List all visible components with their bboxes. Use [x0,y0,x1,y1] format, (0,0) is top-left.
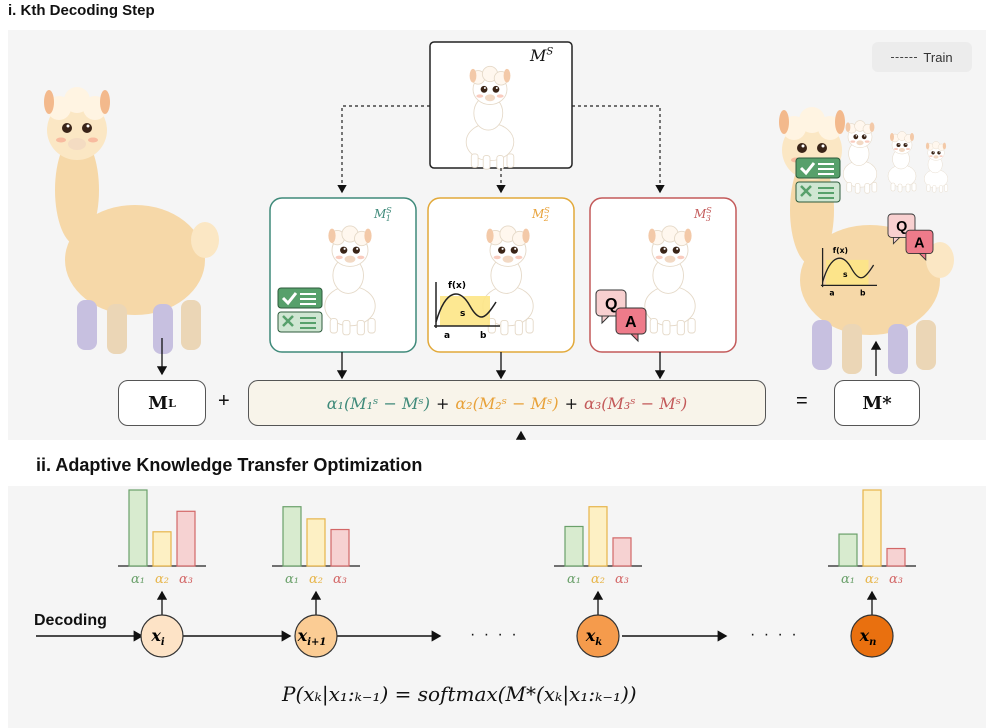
section-1-title: i. Kth Decoding Step [8,2,155,19]
alpha-tick-label: α₁ [285,572,299,587]
token-node: xi+1 [294,614,338,658]
alpha-bar-chart: α₁ α₂ α₃ [118,489,206,616]
alpha-bar-2 [862,489,882,567]
section-2-panel [8,486,986,728]
alpha-bar-1 [282,506,302,567]
alpha-tick-label: α₂ [591,572,605,587]
alpha-bar-3 [886,547,906,567]
alpha-bar-2 [588,506,608,567]
token-circle [140,614,184,658]
alpha-tick-label: α₂ [309,572,323,587]
alpha-bar-2 [152,531,172,567]
alpha-bar-1 [128,489,148,567]
term-3: α₃(M₃ˢ − Mˢ) [584,393,688,413]
term-2: α₂(M₂ˢ − Mˢ) [455,393,559,413]
alpha-bar-chart: α₁ α₂ α₃ [554,506,642,616]
softmax-formula: P(xₖ|x₁:ₖ₋₁) = softmax(M*(xₖ|x₁:ₖ₋₁)) [282,682,637,706]
section-2-title: ii. Adaptive Knowledge Transfer Optimiza… [36,455,423,475]
alpha-bar-chart: α₁ α₂ α₃ [272,506,360,616]
alpha-bar-2 [306,518,326,567]
train-arrows [337,105,665,194]
alpha-tick-label: α₁ [131,572,145,587]
decoding-label: Decoding [34,612,107,629]
token-circle [294,614,338,658]
expert-2-label: MS2 [532,206,550,224]
weighted-sum-box: α₁(M₁ˢ − Mˢ) + α₂(M₂ˢ − Mˢ) + α₃(M₃ˢ − M… [248,380,766,426]
equals-sign: = [796,390,808,412]
alpha-bar-1 [838,533,858,567]
alpha-tick-label: α₂ [155,572,169,587]
token-node: xi [140,614,184,658]
legend-label: Train [923,49,953,65]
alpha-tick-label: α₁ [567,572,581,587]
ellipsis-1: · · · · [470,626,519,643]
alpha-tick-label: α₁ [841,572,855,587]
alpha-tick-label: α₃ [333,572,347,587]
section-1-diagram: f(x) s a b Q A [44,41,954,440]
small-model-label: MS [530,46,554,65]
alpha-tick-label: α₃ [889,572,903,587]
dashed-line-icon [891,56,918,58]
alpha-tick-label: α₃ [615,572,629,587]
legend: Train [872,42,972,72]
ellipsis-2: · · · · [750,626,799,643]
alpha-bar-3 [176,510,196,567]
term-join-1: + [435,393,450,413]
alpha-bar-3 [330,528,350,567]
plus-sign: + [218,390,230,412]
token-circle [850,614,894,658]
expert-3-label: MS3 [694,206,712,224]
alpha-tick-label: α₂ [865,572,879,587]
alpha-tick-label: α₃ [179,572,193,587]
token-circle [576,614,620,658]
term-join-2: + [564,393,579,413]
term-1: α₁(M₁ˢ − Mˢ) [326,393,430,413]
alpha-bar-3 [612,537,632,567]
expert-1-label: MS1 [374,206,392,224]
token-node: xk [576,614,620,658]
alpha-bar-1 [564,525,584,567]
token-node: xn [850,614,894,658]
alpha-bar-chart: α₁ α₂ α₃ [828,489,916,616]
merged-model-box: M* [834,380,920,426]
equation-arrows [156,338,882,380]
